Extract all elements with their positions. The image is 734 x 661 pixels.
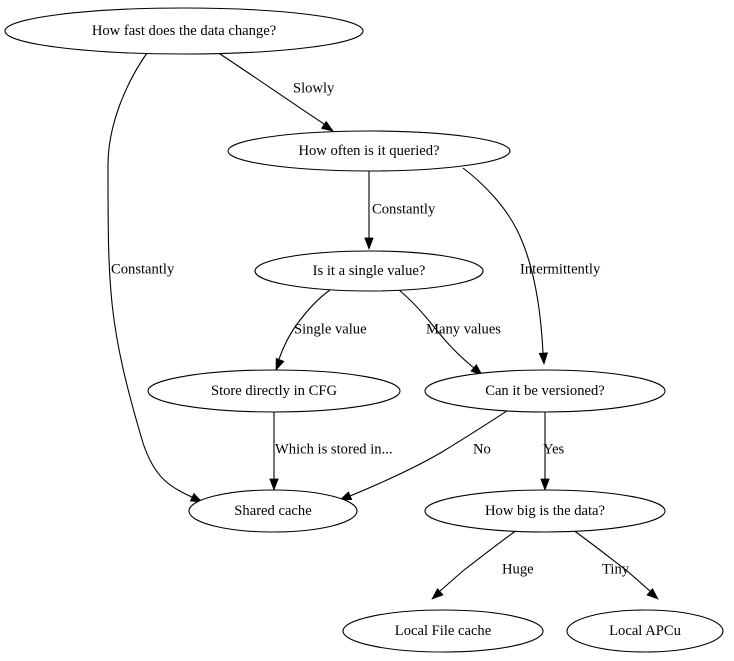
node-fill [343,610,543,652]
edge-e_fast_constantly [107,52,203,503]
node-outline [566,609,724,653]
edge-line [278,289,331,360]
node-label: How often is it queried? [298,143,439,159]
node-local_apcu[interactable]: Local APCu [566,609,724,653]
edge-line [398,289,475,369]
edge-e_yes [540,412,550,491]
node-outline [4,7,364,55]
node-outline [227,130,511,172]
node-fill [567,610,723,652]
node-fill [425,490,665,532]
edge-line [349,408,511,497]
node-store_cfg[interactable]: Store directly in CFG [147,369,401,413]
edge-label-e_often_constantly: Constantly [372,201,436,217]
arrowhead-icon [275,357,285,371]
nodes-layer: How fast does the data change? How often … [4,7,724,653]
node-label: Shared cache [234,503,311,519]
arrowhead-icon [364,237,374,250]
node-label: Can it be versioned? [485,383,605,399]
node-outline [254,250,484,292]
node-label: How fast does the data change? [92,23,276,39]
node-single_value[interactable]: Is it a single value? [254,250,484,292]
edge-label-e_tiny: Tiny [602,561,630,577]
arrowhead-icon [189,492,203,503]
edge-label-e_many: Many values [426,321,501,337]
node-how_fast[interactable]: How fast does the data change? [4,7,364,55]
node-outline [424,369,666,413]
edge-e_stored_in [269,412,279,491]
node-fill [189,490,357,532]
edge-e_many [398,289,483,376]
arrowhead-icon [339,491,353,501]
edge-e_often_interm [462,167,549,365]
edge-line [107,52,197,500]
arrowhead-icon [538,352,549,365]
node-fill [425,370,665,412]
node-label: Local File cache [395,623,491,639]
edge-line [439,529,518,592]
node-label: Is it a single value? [313,263,426,279]
arrowhead-icon [470,364,483,376]
edge-line [572,529,651,592]
node-versioned[interactable]: Can it be versioned? [424,369,666,413]
edge-e_often_constantly [364,171,374,250]
edge-label-e_fast_slowly: Slowly [293,80,335,96]
edge-label-e_single: Single value [294,321,367,337]
edge-e_single [275,289,331,371]
edge-e_tiny [572,529,659,600]
node-outline [147,369,401,413]
edge-label-e_stored_in: Which is stored in... [275,441,393,457]
edges-layer [107,51,659,600]
edge-labels-layer: SlowlyConstantlyConstantlyIntermittently… [111,80,630,577]
edge-e_huge [431,529,518,600]
node-outline [188,489,358,533]
node-fill [228,131,510,171]
node-fill [255,251,483,291]
edge-label-e_huge: Huge [502,561,534,577]
edge-label-e_no: No [473,441,491,457]
edge-label-e_yes: Yes [543,441,565,457]
node-label: Store directly in CFG [211,383,338,399]
node-how_often[interactable]: How often is it queried? [227,130,511,172]
node-outline [342,609,544,653]
arrowhead-icon [269,478,279,491]
arrowhead-icon [540,478,550,491]
edge-label-e_often_interm: Intermittently [520,261,601,277]
node-fill [148,370,400,412]
node-local_file[interactable]: Local File cache [342,609,544,653]
node-label: How big is the data? [485,503,605,519]
node-how_big[interactable]: How big is the data? [424,489,666,533]
edge-e_no [339,408,511,501]
node-shared_cache[interactable]: Shared cache [188,489,358,533]
node-fill [5,8,363,54]
node-outline [424,489,666,533]
edge-line [462,167,544,354]
arrowhead-icon [320,120,334,132]
node-label: Local APCu [609,623,681,639]
edge-label-e_fast_constantly: Constantly [111,261,175,277]
arrowhead-icon [646,587,659,600]
edge-line [216,51,328,127]
edge-e_fast_slowly [216,51,334,132]
arrowhead-icon [431,587,444,600]
